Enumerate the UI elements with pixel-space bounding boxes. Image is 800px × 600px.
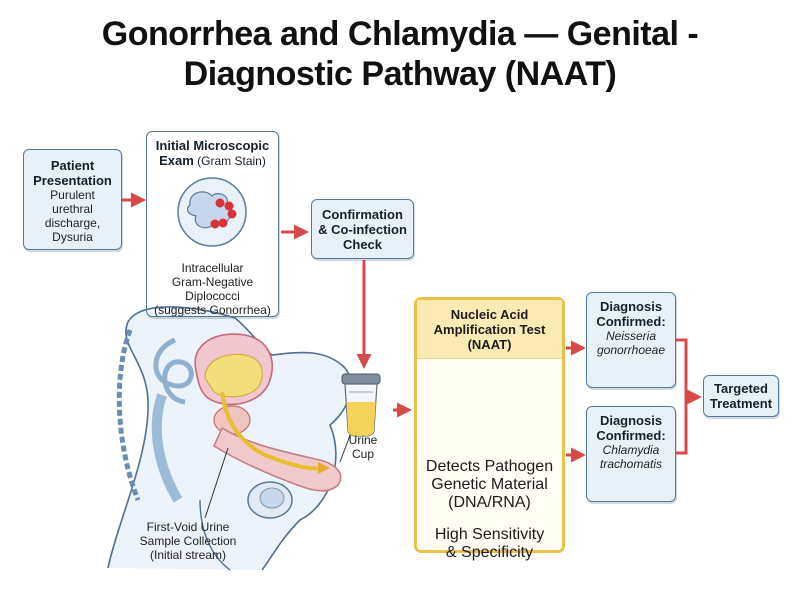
sample-collection-label: First-Void Urine Sample Collection (Init… (118, 520, 258, 562)
urine-cup-icon (341, 373, 381, 437)
diplococcus-icon (210, 219, 220, 229)
naat-heading-line: Nucleic Acid (450, 307, 529, 322)
microscopy-finding: Gram-Negative (171, 275, 254, 289)
confirmation-line: Check (342, 237, 383, 252)
diplococcus-icon (224, 201, 234, 211)
diagnosis-heading: Confirmed: (596, 314, 666, 329)
patient-heading-2: Presentation (33, 173, 112, 188)
gram-stain-micrograph (177, 177, 247, 247)
diplococcus-icon (218, 218, 228, 228)
patient-presentation-box: Patient Presentation Purulent urethral d… (23, 149, 122, 250)
patient-detail: Dysuria (52, 230, 93, 244)
urine-cup-label: Urine Cup (338, 433, 388, 461)
naat-box: Nucleic Acid Amplification Test (NAAT) D… (414, 297, 565, 561)
patient-detail: urethral (52, 202, 93, 216)
urine-cup-line: Urine (348, 433, 378, 447)
collection-line: First-Void Urine (146, 520, 230, 534)
diplococcus-icon (227, 209, 237, 219)
organism-name: Chlamydia (602, 443, 660, 457)
title-line-1: Gonorrhea and Chlamydia — Genital - (101, 15, 699, 53)
bladder-urine (204, 353, 263, 398)
patient-detail: Purulent (50, 188, 95, 202)
anatomy-illustration (107, 306, 353, 571)
treatment-line: Targeted (714, 381, 768, 396)
arrow-chlamydia-to-treatment (676, 397, 688, 455)
collection-line: Sample Collection (139, 534, 237, 548)
treatment-box: Targeted Treatment (703, 375, 779, 417)
intestine-loops (153, 337, 194, 405)
naat-heading: Nucleic Acid Amplification Test (NAAT) (417, 300, 562, 359)
naat-sensitivity-line: High Sensitivity (434, 526, 545, 543)
treatment-line: Treatment (709, 396, 773, 411)
diagnosis-chlamydia-box: Diagnosis Confirmed: Chlamydia trachomat… (586, 406, 676, 502)
confirmation-line: & Co-infection (318, 222, 407, 237)
organism-name: gonorrhoeae (596, 343, 666, 357)
organism-name: trachomatis (599, 457, 663, 471)
naat-detects-line: (DNA/RNA) (448, 494, 531, 511)
microscopy-finding: Intracellular (181, 261, 244, 275)
flow-arrows (122, 192, 702, 463)
naat-heading-line: (NAAT) (467, 337, 512, 352)
urine-cup-line: Cup (351, 447, 374, 461)
microscopy-heading-1: Initial Microscopic (155, 138, 270, 153)
naat-detects-line: Detects Pathogen (425, 458, 554, 475)
collection-line: (Initial stream) (149, 548, 226, 562)
diagnosis-gonorrhea-box: Diagnosis Confirmed: Neisseria gonorrhoe… (586, 292, 676, 388)
spine-curve (116, 329, 141, 501)
collection-leader-line (204, 447, 229, 519)
naat-sensitivity-line: & Specificity (445, 544, 534, 561)
diagnosis-heading: Diagnosis (599, 299, 663, 314)
microscopy-heading-2: Exam (Gram Stain) (147, 153, 278, 169)
leg-outline (199, 499, 231, 571)
diagnosis-heading: Confirmed: (596, 428, 666, 443)
microscopy-box: Initial Microscopic Exam (Gram Stain) In… (146, 131, 279, 317)
naat-heading-line: Amplification Test (433, 322, 546, 337)
microscopy-finding: (suggests Gonorrhea) (154, 303, 271, 317)
arrow-gonorrhea-to-treatment (676, 338, 702, 405)
microscopy-finding: Diplococci (185, 289, 240, 303)
urethra-flow (220, 391, 323, 471)
naat-detects-line: Genetic Material (431, 476, 548, 493)
urethra-arrow (318, 462, 330, 474)
rectum (151, 393, 183, 503)
urine-leader-line (339, 429, 353, 463)
microscopy-heading-rest: (Gram Stain) (193, 154, 266, 168)
title-line-2: Diagnostic Pathway (NAAT) (183, 55, 617, 93)
diagram-title: Gonorrhea and Chlamydia — Genital - Diag… (0, 14, 800, 94)
confirmation-box: Confirmation & Co-infection Check (311, 199, 414, 259)
patient-detail: discharge, (44, 216, 101, 230)
testis-inner (259, 487, 285, 509)
organism-name: Neisseria (605, 329, 656, 343)
diplococcus-icon (215, 198, 225, 208)
microscopy-heading-bold: Exam (159, 153, 194, 168)
diagnosis-heading: Diagnosis (599, 413, 663, 428)
confirmation-line: Confirmation (322, 207, 403, 222)
patient-heading-1: Patient (50, 158, 95, 173)
